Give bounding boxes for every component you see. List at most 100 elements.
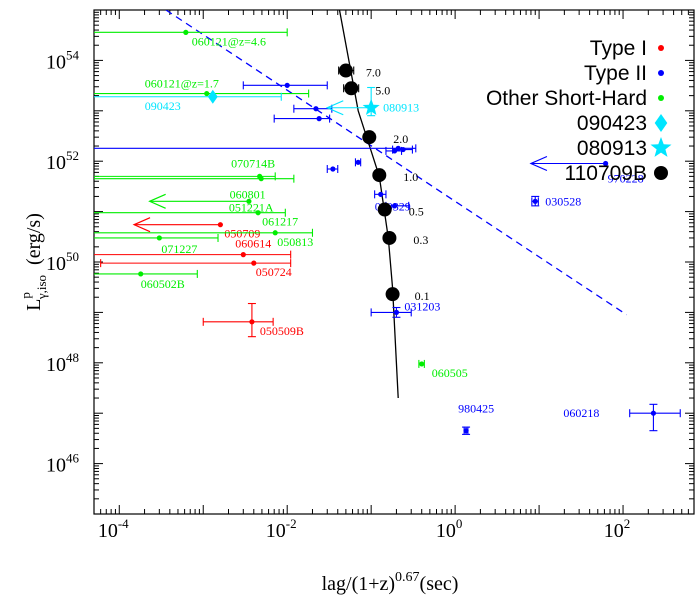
point (156, 235, 162, 241)
legend-marker (658, 95, 664, 101)
y-tick-label: 1052 (46, 148, 79, 174)
x-tick-label: 100 (436, 516, 463, 542)
x-axis-title-exp: 0.67 (395, 570, 420, 585)
point (419, 361, 425, 367)
x-tick-label: 10-4 (98, 516, 129, 542)
point-label: 0.1 (415, 289, 430, 303)
y-tick-label: 1050 (46, 249, 79, 275)
point-110709B (385, 287, 400, 302)
point-label: 1.0 (403, 170, 418, 184)
point-label: 970228 (608, 172, 644, 186)
point-label: 060801 (230, 187, 266, 201)
point (378, 191, 384, 197)
point (355, 159, 361, 165)
y-tick-label: 1046 (46, 451, 80, 477)
point (257, 173, 263, 179)
point-label: 070714B (231, 157, 275, 171)
point-label: 980425 (458, 402, 494, 416)
point-diamond (207, 89, 218, 104)
point (603, 160, 609, 167)
point-110709B (382, 230, 397, 245)
legend-marker (654, 166, 668, 180)
point (183, 29, 189, 35)
point (138, 271, 144, 277)
point (251, 260, 257, 266)
x-tick-label: 10-2 (266, 516, 297, 542)
y-axis-title: Lpγ,iso (erg/s) (18, 213, 49, 311)
point-110709B (372, 168, 387, 183)
data-marks: 050709060614050724050509B030329970228030… (94, 28, 681, 435)
point-label: 060121@z=4.6 (192, 34, 266, 48)
legend-label: Type I (590, 37, 647, 60)
point-label: 0.5 (409, 205, 424, 219)
point-label: 071227 (161, 242, 197, 256)
y-tick-label: 1048 (46, 350, 79, 376)
point (463, 428, 469, 434)
point (391, 203, 398, 209)
legend-marker (658, 45, 664, 51)
point-label: 061217 (262, 215, 298, 229)
point (400, 146, 406, 153)
point (316, 116, 322, 122)
point (650, 410, 657, 416)
legend-label: Other Short-Hard (486, 87, 647, 110)
point-label: 060614 (235, 237, 271, 251)
point-label: 060502B (141, 277, 185, 291)
point (246, 198, 252, 204)
legend-marker (650, 137, 672, 157)
point-label: 2.0 (393, 132, 408, 146)
point (272, 230, 278, 236)
point (217, 222, 223, 228)
legend-marker (654, 114, 668, 132)
legend-label: Type II (584, 62, 647, 85)
point (204, 90, 210, 97)
point (393, 309, 400, 315)
upper-limit-arrow (325, 100, 344, 116)
point-label: 050813 (277, 235, 313, 249)
point-label: 031203 (404, 299, 440, 313)
point-label: 060505 (432, 366, 468, 380)
legend-label: 090423 (577, 112, 647, 135)
point (240, 252, 246, 258)
point-label: 060218 (563, 406, 599, 420)
legend-label: 110709B (564, 162, 647, 185)
point-label: 051221A (229, 200, 274, 214)
y-tick-label: 1054 (46, 47, 80, 73)
point (249, 319, 255, 325)
upper-limit-arrow (529, 155, 548, 172)
x-axis-title-main: lag/(1+z) (322, 573, 395, 595)
legend-label: 080913 (577, 137, 647, 160)
point-label: 090423 (145, 99, 181, 113)
point-label: 7.0 (366, 66, 381, 80)
legend-marker (658, 70, 664, 76)
point-110709B (344, 81, 359, 96)
y-axis-title-main: L (23, 299, 45, 311)
point-label: 060121@z=1.7 (145, 77, 219, 91)
x-axis-title-unit: (sec) (420, 573, 459, 595)
point-label: 5.0 (375, 83, 390, 97)
point-star (362, 98, 380, 115)
x-axis-title: lag/(1+z)0.67(sec) (322, 570, 459, 595)
y-axis-title-sub: γ,iso (34, 275, 49, 300)
point-110709B (377, 202, 392, 217)
point (532, 198, 538, 204)
point-label: 050509B (260, 324, 304, 338)
upper-limit-arrow (132, 217, 151, 233)
point-label: 030528 (545, 194, 581, 208)
point-label: 050724 (256, 265, 292, 279)
point-label: 0.3 (413, 233, 428, 247)
point (284, 82, 290, 88)
point-label: 050709 (224, 227, 260, 241)
upper-limit-arrow (148, 193, 166, 209)
y-axis-title-unit: (erg/s) (23, 213, 45, 265)
point (255, 210, 261, 216)
limit-dashed-line (165, 10, 627, 316)
point-110709B (362, 130, 377, 145)
point (313, 106, 319, 112)
point-label: 080913 (383, 101, 419, 115)
y-axis-title-sup: p (18, 292, 33, 299)
point (330, 166, 336, 172)
